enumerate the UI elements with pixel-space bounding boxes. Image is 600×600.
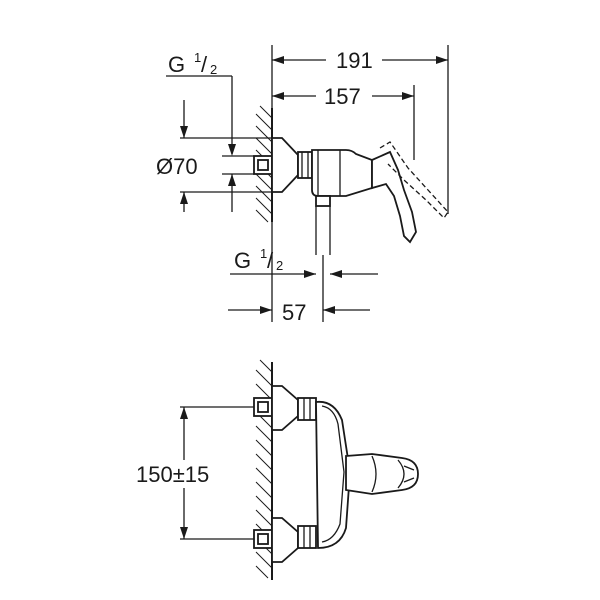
front-elevation: 150±15 (136, 359, 419, 580)
upper-connector (253, 385, 317, 431)
dim-157-label: 157 (324, 84, 361, 109)
dim-inlet-thread: G 1 / 2 (166, 50, 236, 156)
rosette (271, 137, 313, 193)
lever-handle-alternate (379, 141, 449, 220)
dim-centres-label: 150±15 (136, 462, 209, 487)
dim-191: 191 (271, 45, 449, 214)
mixer-body (311, 149, 373, 197)
inlet-thread-num: 1 (194, 50, 201, 65)
inlet-connector (253, 155, 273, 175)
outlet-thread-den: 2 (276, 258, 283, 273)
dim-centres: 150±15 (136, 406, 254, 540)
svg-text:G: G (168, 52, 185, 77)
dim-157: 157 (272, 82, 415, 160)
lever-front (345, 453, 419, 495)
svg-text:G: G (234, 248, 251, 273)
dim-191-label: 191 (336, 48, 373, 73)
side-elevation: 191 157 G 1 / 2 (156, 45, 449, 325)
inlet-thread-den: 2 (210, 62, 217, 77)
lever-handle (371, 150, 417, 244)
dim-57-label: 57 (282, 300, 306, 325)
outlet-nipple (315, 195, 331, 255)
dim-rosette-diameter: Ø70 (156, 100, 272, 212)
svg-text:/: / (267, 248, 274, 273)
outlet-thread-num: 1 (260, 246, 267, 261)
outlet-thread-g: G (234, 248, 251, 273)
svg-text:/: / (201, 52, 208, 77)
dim-outlet-thread: G 1 / 2 (230, 246, 378, 278)
mixer-body-front (315, 400, 351, 549)
lower-connector (253, 517, 317, 563)
dim-57: 57 (228, 222, 370, 325)
dim-rosette-label: Ø70 (156, 154, 198, 179)
inlet-thread-g: G (168, 52, 185, 77)
